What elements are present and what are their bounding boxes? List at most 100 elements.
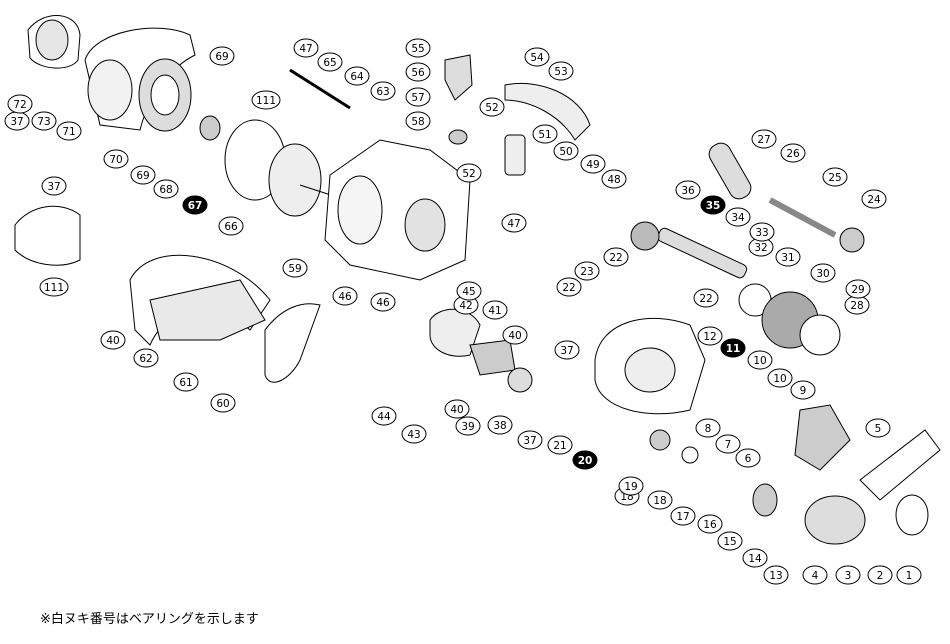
part-number-text: 55 <box>411 43 424 55</box>
part-callout-bubble <box>153 179 179 199</box>
part-label-26: 26 <box>780 143 806 163</box>
part-number-text: 22 <box>562 282 575 294</box>
part-number-text: 49 <box>586 159 599 171</box>
palm-cover <box>149 279 266 341</box>
part-label-59: 59 <box>282 258 308 278</box>
part-callout-bubble <box>39 277 69 297</box>
part-label-12: 12 <box>697 326 723 346</box>
part-number-text: 111 <box>256 95 276 107</box>
part-number-text: 24 <box>867 194 881 206</box>
part-label-63: 63 <box>370 81 396 101</box>
part-number-text: 72 <box>13 99 26 111</box>
part-number-text: 32 <box>754 242 767 254</box>
part-callout-bubble <box>401 424 427 444</box>
frame-hub <box>404 198 446 252</box>
part-label-47: 47 <box>501 213 527 233</box>
part-label-69: 69 <box>209 46 235 66</box>
part-number-text: 52 <box>485 102 498 114</box>
part-number-text: 50 <box>559 146 572 158</box>
part-callout-bubble <box>100 330 126 350</box>
part-callout-bubble <box>548 61 574 81</box>
clutch-cam <box>504 134 526 176</box>
part-callout-bubble <box>810 263 836 283</box>
part-number-text: 37 <box>10 116 23 128</box>
part-number-text: 13 <box>769 570 782 582</box>
part-label-44: 44 <box>371 406 397 426</box>
part-number-text: 29 <box>851 284 864 296</box>
part-label-60: 60 <box>210 393 236 413</box>
part-label-40: 40 <box>502 325 528 345</box>
part-label-56: 56 <box>405 62 431 82</box>
pinion-33 <box>657 227 748 279</box>
yoke-41 <box>469 339 516 376</box>
part-callout-bubble <box>502 325 528 345</box>
part-callout-bubble <box>405 111 431 131</box>
part-label-46: 46 <box>370 292 396 312</box>
part-number-text: 4 <box>812 570 819 582</box>
rod-65 <box>289 68 351 110</box>
part-label-5: 5 <box>865 418 891 438</box>
part-callout-bubble <box>693 288 719 308</box>
part-callout-bubble <box>282 258 308 278</box>
part-label-53: 53 <box>548 61 574 81</box>
part-number-text: 21 <box>553 440 566 452</box>
part-number-text: 73 <box>37 116 50 128</box>
part-callout-bubble <box>603 247 629 267</box>
part-number-text: 38 <box>493 420 506 432</box>
part-callout-bubble <box>455 416 481 436</box>
part-number-text: 43 <box>407 429 420 441</box>
part-callout-bubble <box>580 154 606 174</box>
part-label-16: 16 <box>697 514 723 534</box>
part-label-73: 73 <box>31 111 57 131</box>
part-label-38: 38 <box>487 415 513 435</box>
part-callout-bubble <box>547 435 573 455</box>
part-callout-bubble <box>725 207 751 227</box>
part-number-text: 37 <box>560 345 573 357</box>
part-label-37: 37 <box>517 430 543 450</box>
part-callout-bubble <box>133 348 159 368</box>
part-label-33: 33 <box>749 222 775 242</box>
part-callout-bubble <box>456 281 482 301</box>
part-label-22: 22 <box>556 277 582 297</box>
part-number-text: 15 <box>723 536 736 548</box>
part-callout-bubble <box>103 149 129 169</box>
lever-55 <box>444 54 473 101</box>
part-label-65: 65 <box>317 52 343 72</box>
part-number-text: 68 <box>159 184 172 196</box>
part-number-text: 61 <box>179 377 192 389</box>
part-callout-bubble <box>405 87 431 107</box>
plate-42 <box>429 308 481 357</box>
part-callout-bubble <box>861 189 887 209</box>
part-label-4: 4 <box>802 565 828 585</box>
part-number-text: 31 <box>781 252 794 264</box>
part-label-50: 50 <box>553 141 579 161</box>
part-callout-bubble <box>556 277 582 297</box>
part-label-7: 7 <box>715 434 741 454</box>
part-callout-bubble <box>717 531 743 551</box>
part-callout-bubble <box>371 406 397 426</box>
part-number-text: 36 <box>681 185 695 197</box>
collar-18a <box>681 446 699 464</box>
part-label-72: 72 <box>7 94 33 114</box>
part-label-15: 15 <box>717 531 743 551</box>
part-label-8: 8 <box>695 418 721 438</box>
part-number-text: 22 <box>609 252 622 264</box>
part-label-23: 23 <box>574 261 600 281</box>
part-callout-bubble <box>517 430 543 450</box>
part-label-20: 20 <box>572 450 598 470</box>
part-label-22: 22 <box>603 247 629 267</box>
part-label-111: 111 <box>39 277 69 297</box>
part-callout-bubble <box>524 47 550 67</box>
part-callout-bubble <box>501 213 527 233</box>
part-number-text: 17 <box>676 511 689 523</box>
clutch-bar <box>504 82 591 141</box>
handle-knob-4 <box>804 495 866 545</box>
part-callout-bubble <box>173 372 199 392</box>
part-callout-bubble <box>780 143 806 163</box>
cover-111 <box>14 205 81 266</box>
part-number-text: 46 <box>338 291 352 303</box>
part-callout-bubble <box>697 514 723 534</box>
part-callout-bubble <box>749 222 775 242</box>
part-callout-bubble <box>487 415 513 435</box>
bearing-58 <box>448 129 468 145</box>
